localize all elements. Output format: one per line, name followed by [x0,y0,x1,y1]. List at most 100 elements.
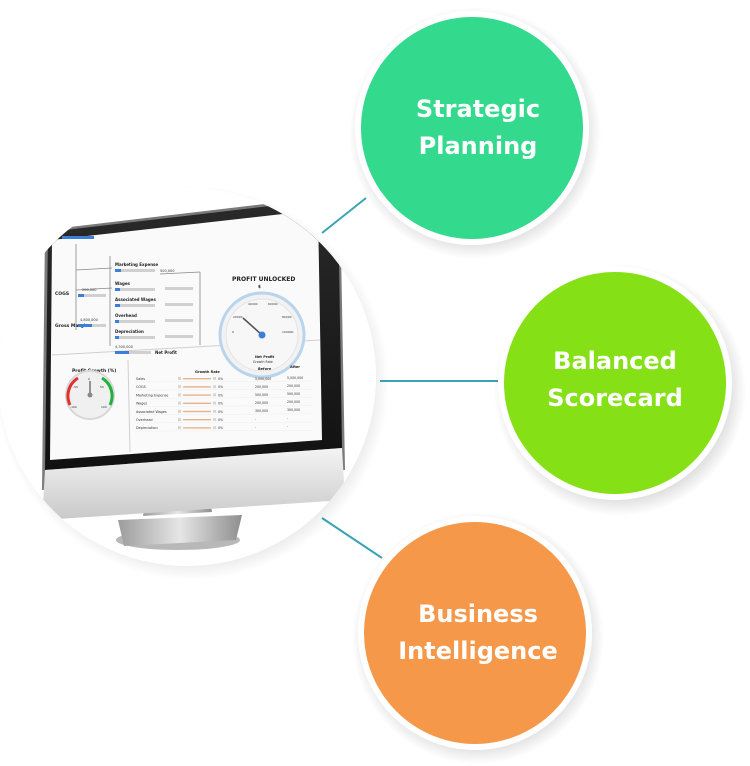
table-cell-before: - [255,417,256,421]
node-strategic-label: Strategic Planning [388,91,568,165]
node-business-line2: Intelligence [398,637,558,665]
decrement-button[interactable] [178,385,181,389]
node-strategic-line2: Planning [418,132,538,160]
monitor-illustration: 5,000,000 COGS 200,000 Gross Margin 4,80… [42,195,345,550]
table-cell-before: 500,000 [255,393,268,397]
table-row: COGS 0% 200,000 200,000 [134,384,313,391]
increment-button[interactable] [213,377,216,380]
flow-label-associated-wages: Associated Wages [115,297,156,302]
node-balanced-label: Balanced Scorecard [525,343,705,417]
table-cell-after: 300,000 [287,408,300,412]
decrement-button[interactable] [178,409,181,413]
node-business-line1: Business [418,600,538,628]
decrement-button[interactable] [178,377,181,380]
table-cell-name: Marketing Expense [136,393,168,397]
table-row: Overhead 0% - - [134,416,313,424]
increment-button[interactable] [213,393,216,397]
table-cell-rate: 0% [218,426,223,430]
growth-table: Growth Rate Before After Sales 0% 5,000,00… [134,365,313,432]
table-cell-before: - [255,425,256,429]
increment-button[interactable] [213,401,216,405]
node-balanced-fill [504,272,726,494]
table-cell-rate: 0% [218,410,223,414]
increment-button[interactable] [213,385,216,389]
table-row: Depreciation 0% - - [134,424,313,432]
growth-tick: 50 [100,385,104,389]
flow-label-cogs: COGS [55,291,69,297]
decrement-button[interactable] [178,418,181,421]
flow-gross-value: 4,800,000 [80,318,98,322]
decrement-button[interactable] [178,426,181,430]
table-cell-name: Sales [136,377,145,381]
decrement-button[interactable] [178,393,181,397]
table-cell-name: Depreciation [136,426,158,430]
growth-tick: 100 [101,405,107,409]
rate-slider[interactable] [183,386,211,388]
dashboard-title: PROFIT UNLOCKED [232,276,295,283]
rate-slider[interactable] [183,410,211,413]
gauge-needle [242,317,263,336]
increment-button[interactable] [213,418,216,421]
table-row: Marketing Expense 0% 500,000 500,000 [134,392,313,399]
rate-slider[interactable] [183,419,211,421]
dashboard-title-value: $ [258,284,261,289]
table-cell-name: Overhead [136,418,153,422]
table-cell-name: Associated Wages [136,410,167,414]
table-cell-before: 200,000 [255,385,268,389]
node-balanced-line2: Scorecard [547,384,683,412]
table-cell-rate: 0% [218,402,223,406]
table-header: Growth Rate [195,370,220,374]
flow-net-profit-value: 4,300,000 [115,345,133,349]
table-cell-after: - [287,424,288,428]
flow-label-wages: Wages [115,281,131,286]
flow-label-net-profit: Net Profit [155,350,177,355]
table-cell-after: 200,000 [287,384,300,388]
increment-button[interactable] [213,409,216,413]
table-header: Before [258,367,272,371]
node-business-label: Business Intelligence [388,596,568,670]
gauge-tick: 20000 [233,315,243,319]
node-strategic-fill [361,17,583,239]
node-balanced-line1: Balanced [553,347,677,375]
table-cell-after: 500,000 [287,392,300,396]
flow-chart: 5,000,000 COGS 200,000 Gross Margin 4,80… [55,229,201,355]
rate-slider[interactable] [183,394,211,396]
rate-slider[interactable] [183,402,211,404]
gauge-tick: 40000 [248,302,258,306]
gauge-tick: 80000 [282,315,292,319]
connectors [321,197,498,559]
rate-slider[interactable] [183,378,211,380]
rate-slider[interactable] [183,427,211,429]
flow-label-depreciation: Depreciation [115,329,144,334]
profit-unlocked-panel: PROFIT UNLOCKED $ 0 20000 40000 60000 80… [218,276,306,379]
table-cell-name: Wages [136,402,147,406]
decrement-button[interactable] [178,401,181,405]
table-cell-rate: 0% [218,385,223,389]
flow-cogs-value: 200,000 [82,288,96,292]
flow-marketing-value: 500,000 [160,269,174,273]
flow-label-overhead: Overhead [115,313,137,318]
table-cell-before: 300,000 [255,409,268,413]
table-cell-after: 200,000 [287,400,300,404]
table-cell-rate: 0% [218,377,223,381]
gauge-caption-2: Growth Rate [253,360,273,364]
connector-strategic [321,197,367,234]
flow-label-marketing: Marketing Expense [115,262,158,267]
gauge-caption-1: Net Profit [255,355,274,359]
gauge-tick: 100000 [282,330,294,334]
table-cell-after: 5,000,000 [287,376,303,380]
table-header: After [290,365,300,369]
table-cell-after: - [287,416,288,420]
table-cell-rate: 0% [218,393,223,397]
node-strategic-line1: Strategic [415,95,541,123]
connector-business [321,517,383,559]
table-cell-rate: 0% [218,418,223,422]
growth-tick: 0 [88,377,90,381]
table-cell-name: COGS [136,385,146,389]
gauge-ticks: 0 20000 40000 60000 80000 100000 [232,302,294,334]
increment-button[interactable] [213,426,216,430]
